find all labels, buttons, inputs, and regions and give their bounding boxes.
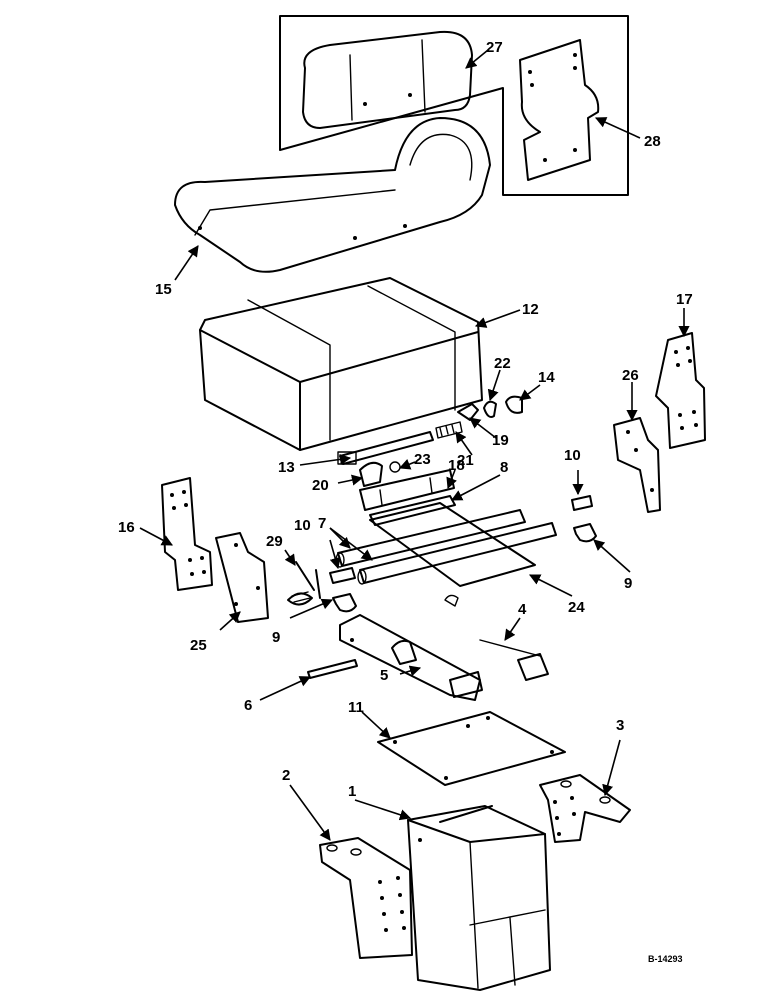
callout-18: 18 [448, 457, 465, 474]
callout-4: 4 [518, 601, 527, 618]
callout-16: 16 [118, 519, 135, 536]
callout-27: 27 [486, 39, 503, 56]
callout-3: 3 [616, 717, 624, 734]
callout-19: 19 [492, 432, 509, 449]
callout-29: 29 [266, 533, 283, 550]
part-27-back-pad [302, 30, 473, 129]
callout-12: 12 [522, 301, 539, 318]
callout-9-right: 9 [624, 575, 632, 592]
part-12-seat-cushion [199, 277, 483, 451]
callout-14: 14 [538, 369, 555, 386]
callout-20: 20 [312, 477, 329, 494]
seat-track [307, 614, 549, 701]
callout-15: 15 [155, 281, 172, 298]
part-2-side-plate [319, 837, 413, 959]
callout-23: 23 [414, 451, 431, 468]
callout-11: 11 [348, 699, 364, 716]
callout-2: 2 [282, 767, 290, 784]
callout-9-left: 9 [272, 629, 280, 646]
callout-6: 6 [244, 697, 252, 714]
callout-25: 25 [190, 637, 207, 654]
clips-and-spring [287, 495, 597, 613]
callout-10-left: 10 [294, 517, 311, 534]
slide-assembly [335, 495, 557, 607]
callout-22: 22 [494, 355, 511, 372]
callout-21: 21 [457, 452, 474, 469]
part-16-bracket [161, 477, 213, 591]
drawing-number: B-14293 [648, 954, 683, 964]
part-25-bracket [215, 532, 269, 623]
callout-labels: 27 28 15 12 17 26 22 14 19 21 13 23 20 1… [118, 39, 693, 800]
callout-28: 28 [644, 133, 661, 150]
leader-lines [139, 49, 690, 841]
part-11-cover-plate [377, 711, 566, 786]
callout-1: 1 [348, 783, 356, 800]
callout-17: 17 [676, 291, 693, 308]
inset-frame [279, 15, 629, 196]
callout-13: 13 [278, 459, 295, 476]
callout-7: 7 [318, 515, 326, 532]
part-17-bracket [655, 332, 706, 449]
part-3-side-plate [539, 774, 631, 843]
callout-24: 24 [568, 599, 585, 616]
part-1-base-box [407, 805, 551, 991]
part-15-back-rest [174, 117, 491, 273]
callout-26: 26 [622, 367, 639, 384]
callout-5: 5 [380, 667, 388, 684]
callout-10-right: 10 [564, 447, 581, 464]
part-26-bracket [613, 417, 661, 513]
part-28-back-bracket [519, 39, 600, 181]
callout-8: 8 [500, 459, 508, 476]
